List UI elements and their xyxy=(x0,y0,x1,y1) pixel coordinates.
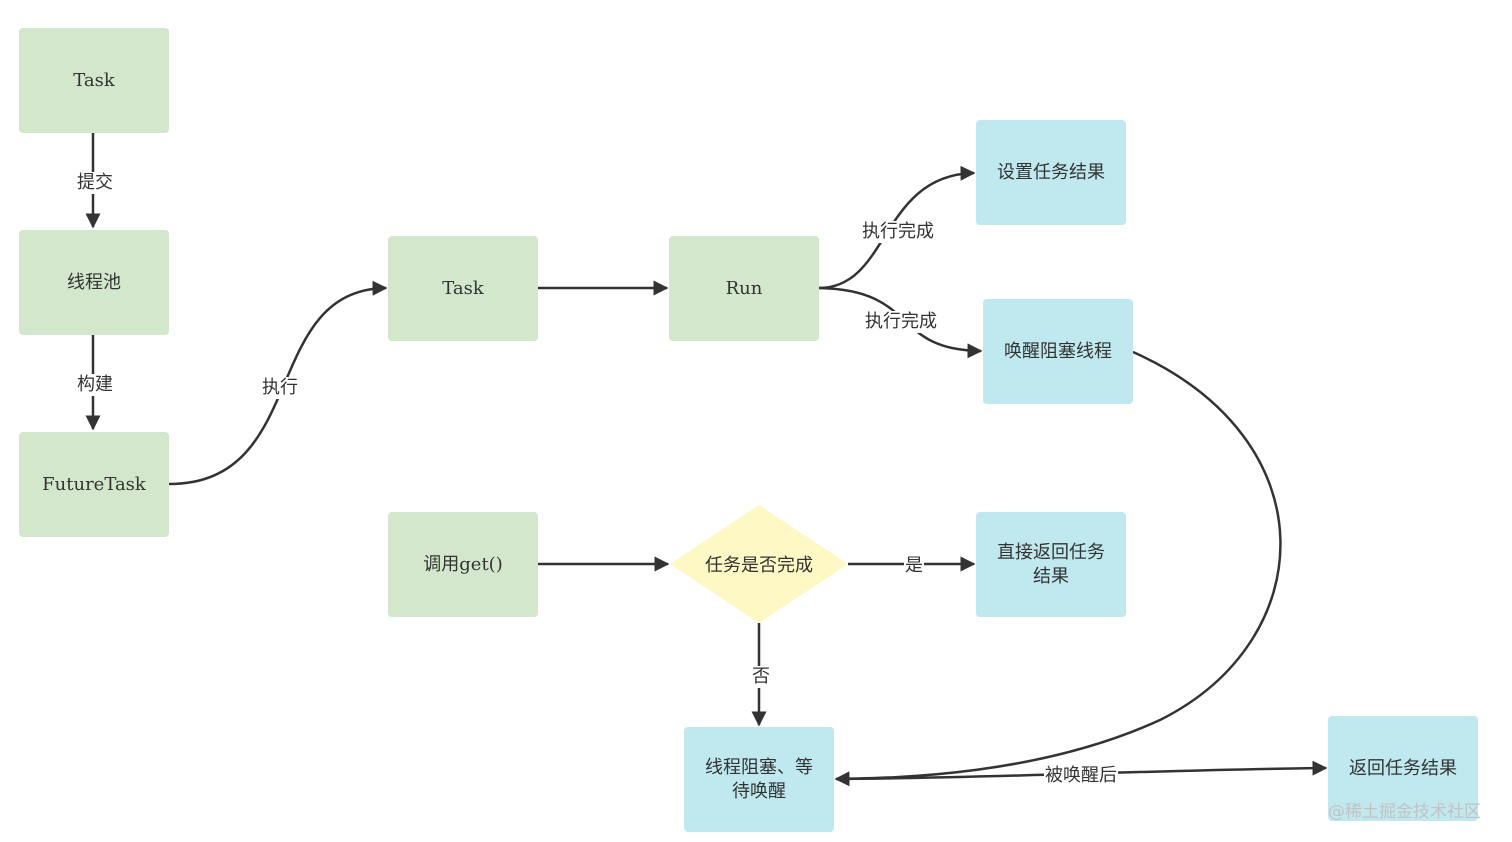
edge-label-done-wake: 执行完成 xyxy=(864,311,938,333)
node-return-direct-line1: 直接返回任务 xyxy=(997,541,1105,563)
edge-label-build: 构建 xyxy=(76,374,114,396)
edge-label-submit: 提交 xyxy=(76,172,114,194)
node-set-result-label: 设置任务结果 xyxy=(997,161,1105,183)
node-task-submit: Task xyxy=(19,28,169,133)
node-set-result: 设置任务结果 xyxy=(976,120,1126,225)
node-run-label: Run xyxy=(725,277,763,299)
node-return-direct: 直接返回任务 结果 xyxy=(976,512,1126,617)
node-call-get-label: 调用get() xyxy=(423,553,503,575)
edge-wake-blocked xyxy=(834,350,1282,787)
node-return-direct-line2: 结果 xyxy=(1033,565,1069,587)
node-run: Run xyxy=(669,236,819,341)
node-return-result: 返回任务结果 xyxy=(1328,716,1478,821)
node-return-result-label: 返回任务结果 xyxy=(1349,757,1457,779)
node-thread-pool: 线程池 xyxy=(19,230,169,335)
node-blocked-wait-line2: 待唤醒 xyxy=(732,780,786,802)
node-wake-blocked: 唤醒阻塞线程 xyxy=(983,299,1133,404)
node-blocked-wait: 线程阻塞、等 待唤醒 xyxy=(684,727,834,832)
node-is-done-label: 任务是否完成 xyxy=(705,555,813,576)
node-is-done: 任务是否完成 xyxy=(670,505,848,623)
node-call-get: 调用get() xyxy=(388,512,538,617)
watermark: @稀土掘金技术社区 xyxy=(1328,802,1481,822)
node-future-task: FutureTask xyxy=(19,432,169,537)
node-task-submit-label: Task xyxy=(73,69,115,91)
edge-label-after-wake: 被唤醒后 xyxy=(1044,765,1118,787)
edge-label-yes: 是 xyxy=(904,555,924,577)
node-task-run: Task xyxy=(388,236,538,341)
node-thread-pool-label: 线程池 xyxy=(67,271,121,293)
edge-label-no: 否 xyxy=(751,666,771,688)
node-task-run-label: Task xyxy=(442,277,484,299)
edge-label-done-set: 执行完成 xyxy=(861,221,935,243)
node-wake-blocked-label: 唤醒阻塞线程 xyxy=(1004,340,1112,362)
decision-diamond xyxy=(670,505,848,623)
node-blocked-wait-line1: 线程阻塞、等 xyxy=(705,756,813,778)
node-future-task-label: FutureTask xyxy=(42,473,146,495)
edge-label-execute: 执行 xyxy=(261,377,299,399)
